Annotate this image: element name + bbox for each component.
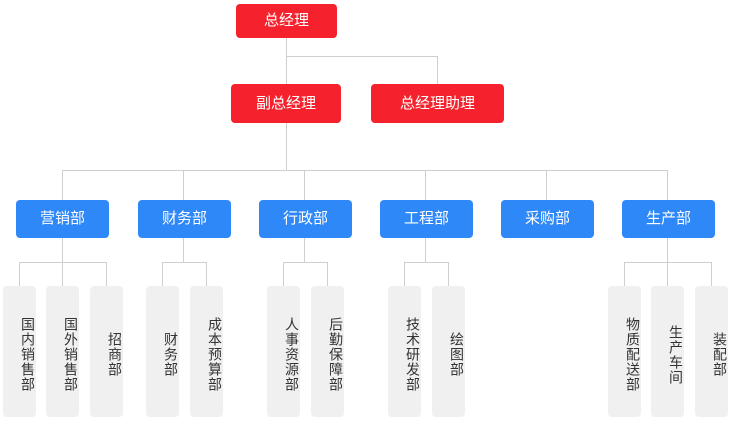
connector-engineering-bar: [404, 262, 448, 263]
connector-level2-bar: [286, 56, 438, 57]
connector-root-down: [286, 38, 287, 56]
connector-finance-down: [183, 238, 184, 262]
node-sub-drafting[interactable]: 绘图部: [432, 286, 465, 417]
connector-production-c2: [667, 262, 668, 286]
connector-production-down: [667, 238, 668, 262]
connector-marketing-c2: [62, 262, 63, 286]
connector-level3-drop-6: [667, 170, 668, 200]
node-dept-engineering[interactable]: 工程部: [380, 200, 473, 238]
node-sub-domestic-sales[interactable]: 国内销售部: [3, 286, 36, 417]
connector-level3-drop-2: [183, 170, 184, 200]
node-dept-administration[interactable]: 行政部: [259, 200, 352, 238]
connector-marketing-c3: [106, 262, 107, 286]
node-dept-finance[interactable]: 财务部: [138, 200, 231, 238]
node-sub-human-resources[interactable]: 人事资源部: [267, 286, 300, 417]
connector-level3-drop-4: [425, 170, 426, 200]
connector-finance-c2: [206, 262, 207, 286]
connector-level3-drop-1: [62, 170, 63, 200]
node-sub-cost-budget[interactable]: 成本预算部: [190, 286, 223, 417]
connector-level3-drop-3: [304, 170, 305, 200]
connector-marketing-c1: [19, 262, 20, 286]
connector-admin-c1: [283, 262, 284, 286]
connector-deputy-down: [286, 123, 287, 170]
connector-marketing-down: [62, 238, 63, 262]
node-sub-workshop[interactable]: 生产车间: [651, 286, 684, 417]
connector-level2-left-down: [286, 56, 287, 84]
connector-production-c1: [624, 262, 625, 286]
node-sub-investment[interactable]: 招商部: [90, 286, 123, 417]
connector-level3-bar: [62, 170, 667, 171]
connector-engineering-c2: [448, 262, 449, 286]
node-gm-assistant[interactable]: 总经理助理: [371, 84, 504, 123]
connector-production-c3: [711, 262, 712, 286]
node-sub-technical-rnd[interactable]: 技术研发部: [388, 286, 421, 417]
connector-level3-drop-5: [546, 170, 547, 200]
node-dept-production[interactable]: 生产部: [622, 200, 715, 238]
connector-admin-c2: [327, 262, 328, 286]
node-dept-procurement[interactable]: 采购部: [501, 200, 594, 238]
node-sub-assembly[interactable]: 装配部: [695, 286, 728, 417]
node-dept-marketing[interactable]: 营销部: [16, 200, 109, 238]
node-sub-material-delivery[interactable]: 物质配送部: [608, 286, 641, 417]
connector-level2-right-down: [437, 56, 438, 84]
connector-admin-down: [304, 238, 305, 262]
node-general-manager[interactable]: 总经理: [236, 4, 337, 38]
connector-engineering-down: [425, 238, 426, 262]
node-sub-overseas-sales[interactable]: 国外销售部: [46, 286, 79, 417]
connector-admin-bar: [283, 262, 327, 263]
node-sub-finance[interactable]: 财务部: [146, 286, 179, 417]
connector-finance-c1: [162, 262, 163, 286]
connector-engineering-c1: [404, 262, 405, 286]
node-sub-logistics-support[interactable]: 后勤保障部: [311, 286, 344, 417]
connector-finance-bar: [162, 262, 206, 263]
node-deputy-general-manager[interactable]: 副总经理: [231, 84, 341, 123]
